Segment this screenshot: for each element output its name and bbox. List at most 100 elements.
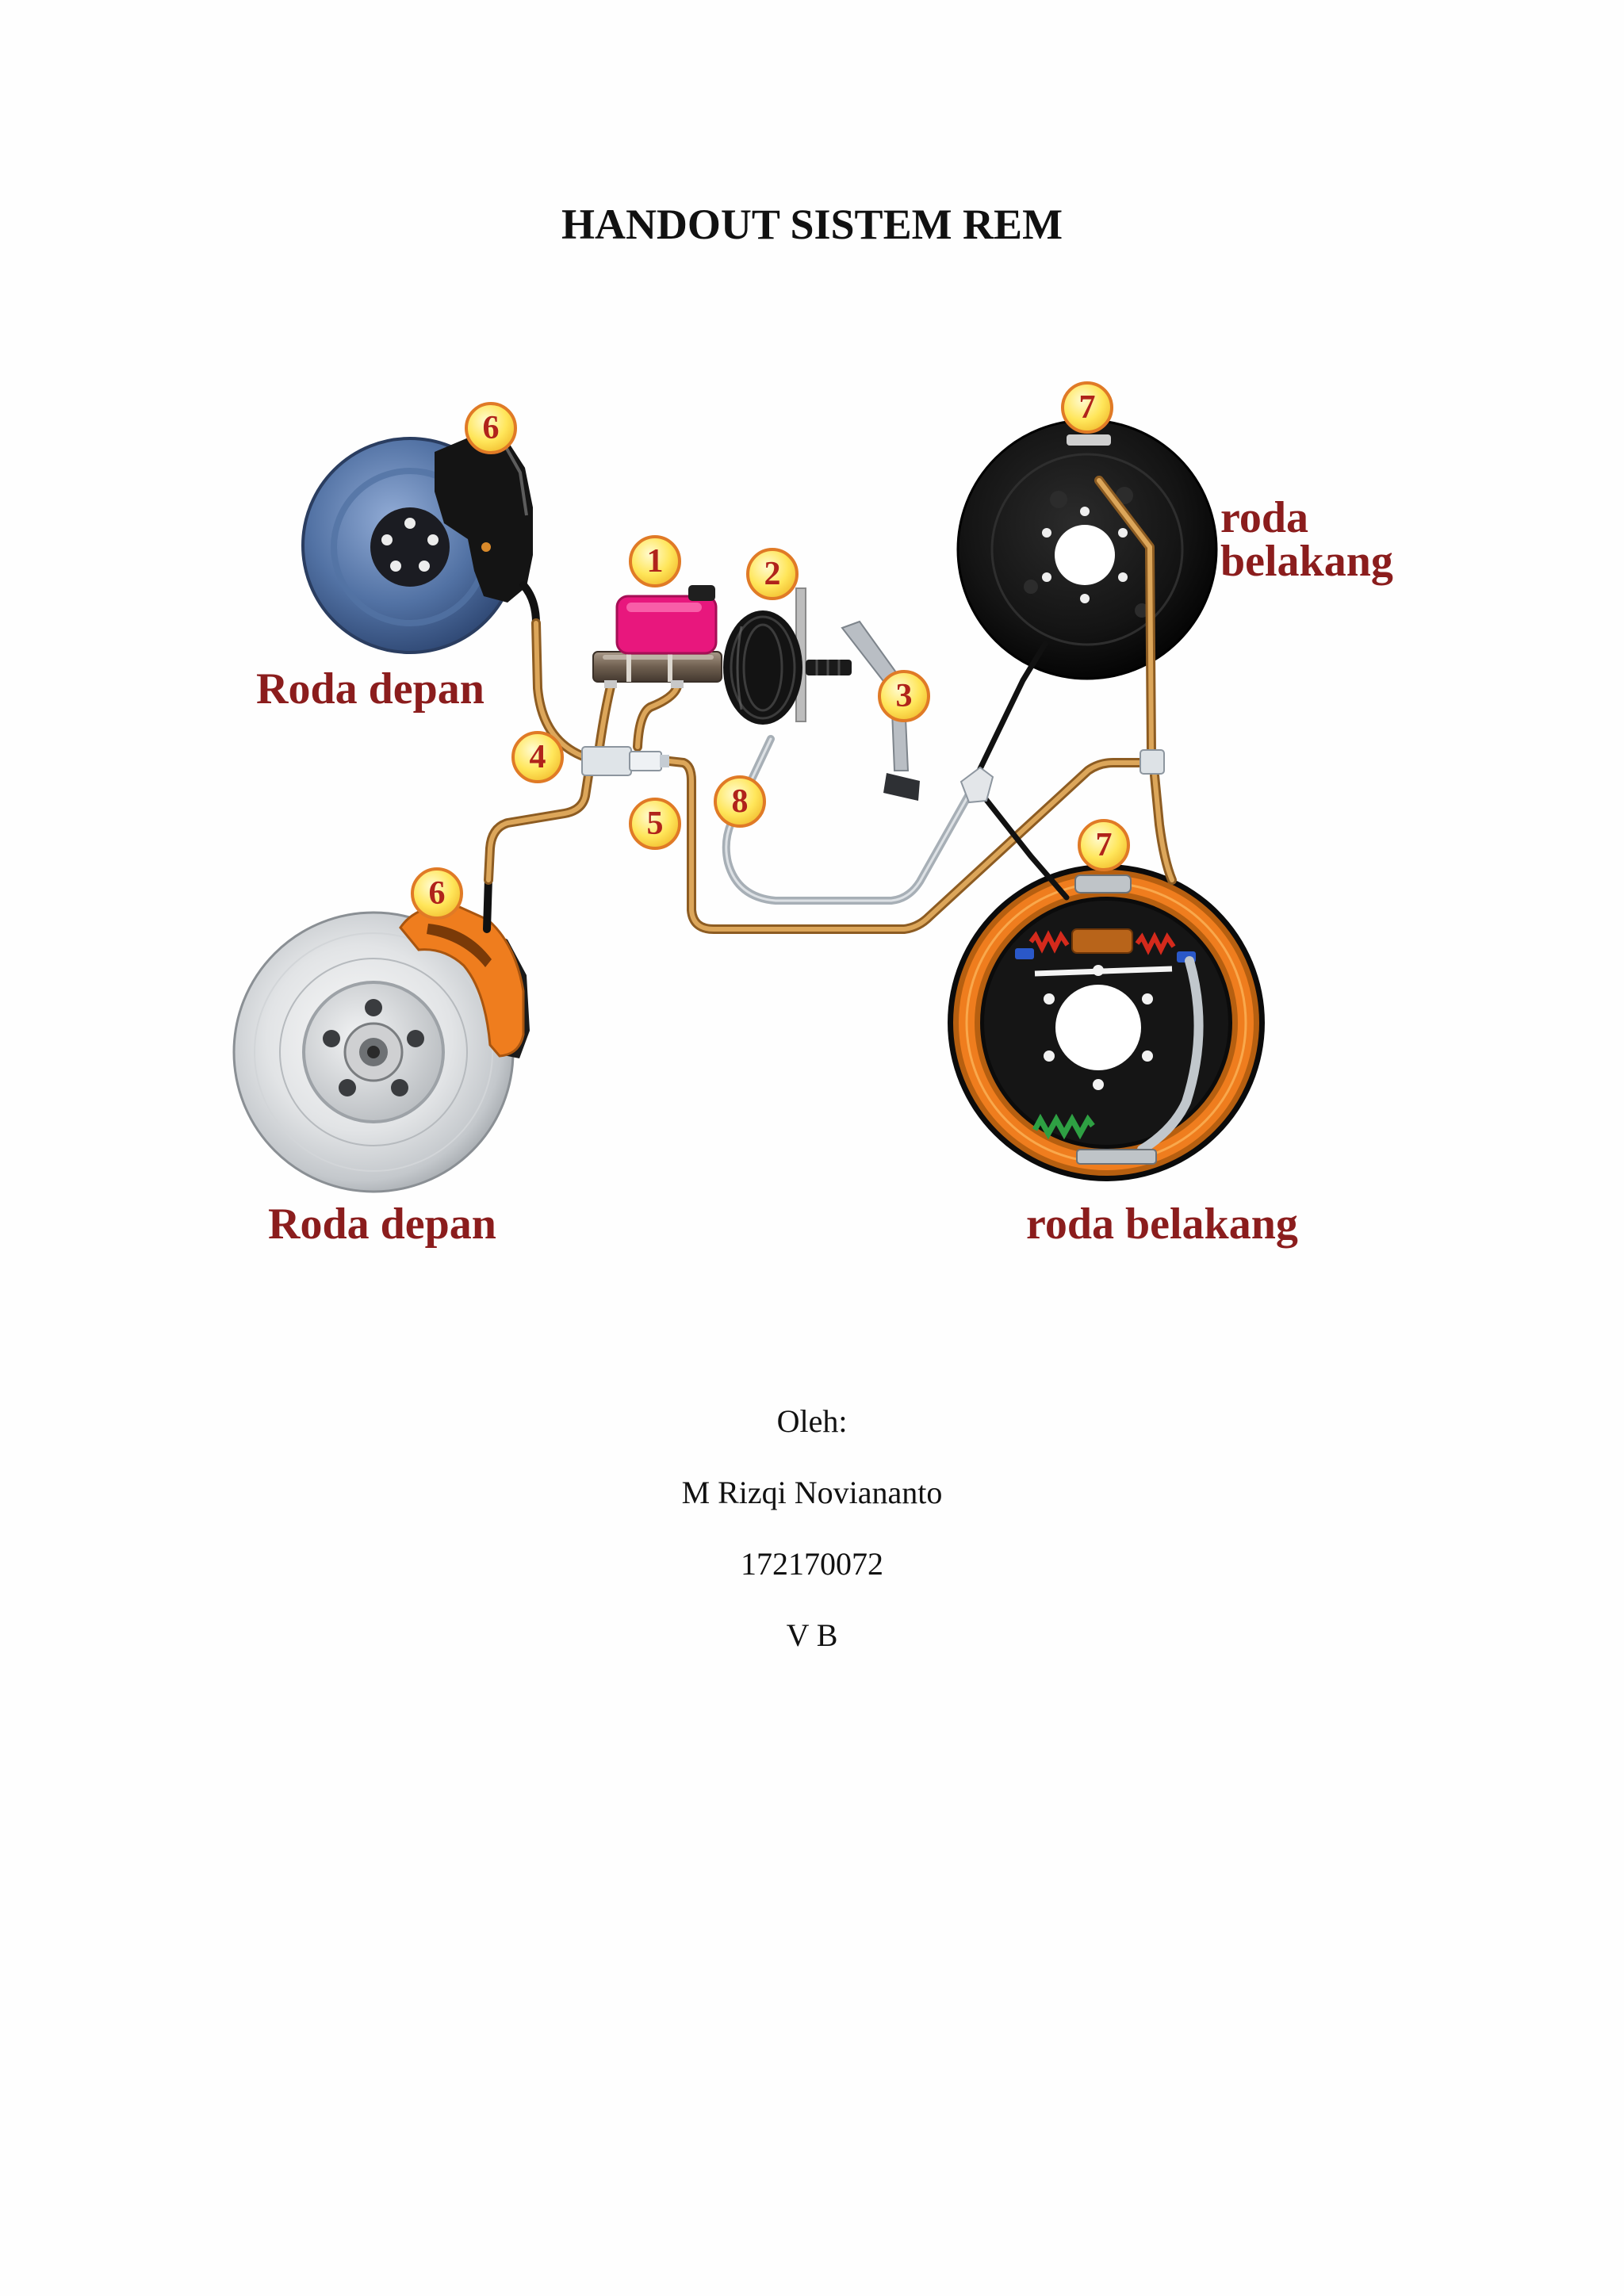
return-spring bbox=[1028, 930, 1070, 954]
bolt-hole bbox=[1118, 572, 1128, 582]
backing-plate-boss bbox=[1135, 603, 1149, 618]
callout-circle bbox=[1061, 381, 1113, 434]
cable-to-rear-lower bbox=[980, 793, 1070, 901]
outlet-fitting bbox=[604, 680, 617, 688]
callout-number: 6 bbox=[483, 410, 500, 446]
reservoir-cap bbox=[688, 585, 715, 601]
lug-stud bbox=[419, 561, 430, 572]
brake-line-master-outlet bbox=[635, 684, 680, 749]
parking-brake-cable-highlight bbox=[725, 737, 971, 902]
bolt-hole bbox=[1080, 507, 1090, 516]
bolt-hole bbox=[1044, 1050, 1055, 1062]
backing-plate-ring bbox=[990, 453, 1184, 646]
label-rear-upper-line2: belakang bbox=[1220, 537, 1393, 586]
callout-number: 6 bbox=[429, 875, 446, 912]
hub bbox=[370, 507, 450, 587]
lug-stud bbox=[390, 561, 401, 572]
callout-marker: 4 bbox=[511, 731, 564, 783]
parking-brake-cables bbox=[722, 641, 1070, 905]
disc-friction-ring bbox=[254, 932, 493, 1172]
callout-number: 5 bbox=[647, 806, 664, 842]
bolt-hole bbox=[1042, 572, 1051, 582]
callout-circle bbox=[511, 731, 564, 783]
bleeder-nipple bbox=[481, 542, 491, 552]
class-name: V B bbox=[786, 1617, 838, 1653]
label-front-lower: Roda depan bbox=[268, 1200, 496, 1249]
brake-line-rear-lower bbox=[1152, 773, 1174, 882]
callout-marker: 7 bbox=[1078, 819, 1130, 871]
callout-number: 8 bbox=[732, 783, 749, 820]
caliper-bracket bbox=[435, 434, 533, 603]
bolt-hole bbox=[1042, 528, 1051, 538]
cable-equalizer bbox=[959, 766, 994, 804]
callout-circle bbox=[878, 670, 930, 722]
callout-circle bbox=[746, 548, 799, 600]
wheel-cylinder bbox=[1067, 434, 1111, 446]
return-spring bbox=[1135, 932, 1176, 955]
callout-circle bbox=[714, 775, 766, 828]
booster-rib bbox=[742, 623, 783, 712]
booster-highlight bbox=[736, 626, 743, 710]
axle-hole bbox=[1055, 985, 1141, 1070]
parking-brake-lever bbox=[1137, 956, 1204, 1154]
callout-marker: 1 bbox=[629, 535, 681, 587]
hold-down-spring bbox=[1032, 1113, 1095, 1140]
label-front-upper: Roda depan bbox=[256, 664, 485, 714]
author-block: Oleh: M Rizqi Noviananto 172170072 V B bbox=[0, 1386, 1624, 1671]
wheel-hole bbox=[407, 1030, 424, 1047]
callout-circle bbox=[629, 798, 681, 850]
student-id: 172170072 bbox=[741, 1546, 883, 1582]
callout-marker: 8 bbox=[714, 775, 766, 828]
brake-booster bbox=[723, 587, 806, 725]
brake-lines bbox=[484, 476, 1177, 934]
proportioning-valve bbox=[581, 746, 669, 776]
author-name: M Rizqi Noviananto bbox=[681, 1475, 943, 1510]
brake-line-rear bbox=[667, 759, 1146, 932]
callout-circle bbox=[1078, 819, 1130, 871]
callout-circle bbox=[629, 535, 681, 587]
bolt-hole bbox=[1080, 594, 1090, 603]
valve-outlet bbox=[629, 751, 662, 771]
callout-number: 7 bbox=[1079, 389, 1096, 426]
anchor-block bbox=[1076, 1149, 1157, 1165]
brake-line-master-outlet bbox=[597, 684, 613, 749]
shoe-tip bbox=[1015, 948, 1034, 959]
brake-line-front-lower bbox=[486, 773, 591, 882]
adjuster-bar bbox=[1034, 966, 1173, 977]
parking-brake-cable bbox=[722, 735, 973, 905]
backing-plate-boss bbox=[1116, 487, 1133, 504]
lug-stud bbox=[404, 518, 416, 529]
label-rear-lower: roda belakang bbox=[1026, 1200, 1298, 1249]
brake-line-front-upper bbox=[534, 621, 588, 760]
callout-circle bbox=[465, 402, 517, 454]
bolt-hole bbox=[1044, 993, 1055, 1004]
brake-hose bbox=[519, 581, 540, 627]
pedal-pad bbox=[883, 773, 920, 801]
callout-marker: 5 bbox=[629, 798, 681, 850]
shoe-adjuster bbox=[1071, 928, 1133, 954]
caliper-slot bbox=[427, 924, 492, 967]
bolt-hole bbox=[1142, 1050, 1153, 1062]
disc-inner-ring bbox=[279, 958, 468, 1146]
rear-drum-backplate-assembly bbox=[956, 419, 1218, 680]
brake-line-rear-upper bbox=[1097, 478, 1154, 756]
callout-number: 2 bbox=[764, 556, 781, 592]
pushrod bbox=[806, 660, 852, 675]
label-rear-upper-line1: roda bbox=[1220, 493, 1308, 542]
brake-line-outline bbox=[484, 771, 593, 885]
callout-marker: 3 bbox=[878, 670, 930, 722]
callout-marker: 7 bbox=[1061, 381, 1113, 434]
front-disc-rotor-assembly bbox=[232, 874, 530, 1193]
booster-shell bbox=[723, 610, 802, 725]
by-label: Oleh: bbox=[776, 1403, 848, 1439]
lug-stud bbox=[381, 534, 393, 545]
document-title: HANDOUT SISTEM REM bbox=[561, 201, 1063, 248]
master-cylinder-assembly bbox=[592, 585, 722, 688]
reservoir-highlight bbox=[626, 603, 702, 612]
outlet-fitting bbox=[671, 680, 684, 688]
wheel-hole bbox=[365, 999, 382, 1016]
bolt-hole bbox=[1118, 528, 1128, 538]
cylinder-band bbox=[626, 652, 631, 682]
lug-stud bbox=[427, 534, 439, 545]
backing-plate-boss bbox=[1050, 491, 1067, 508]
